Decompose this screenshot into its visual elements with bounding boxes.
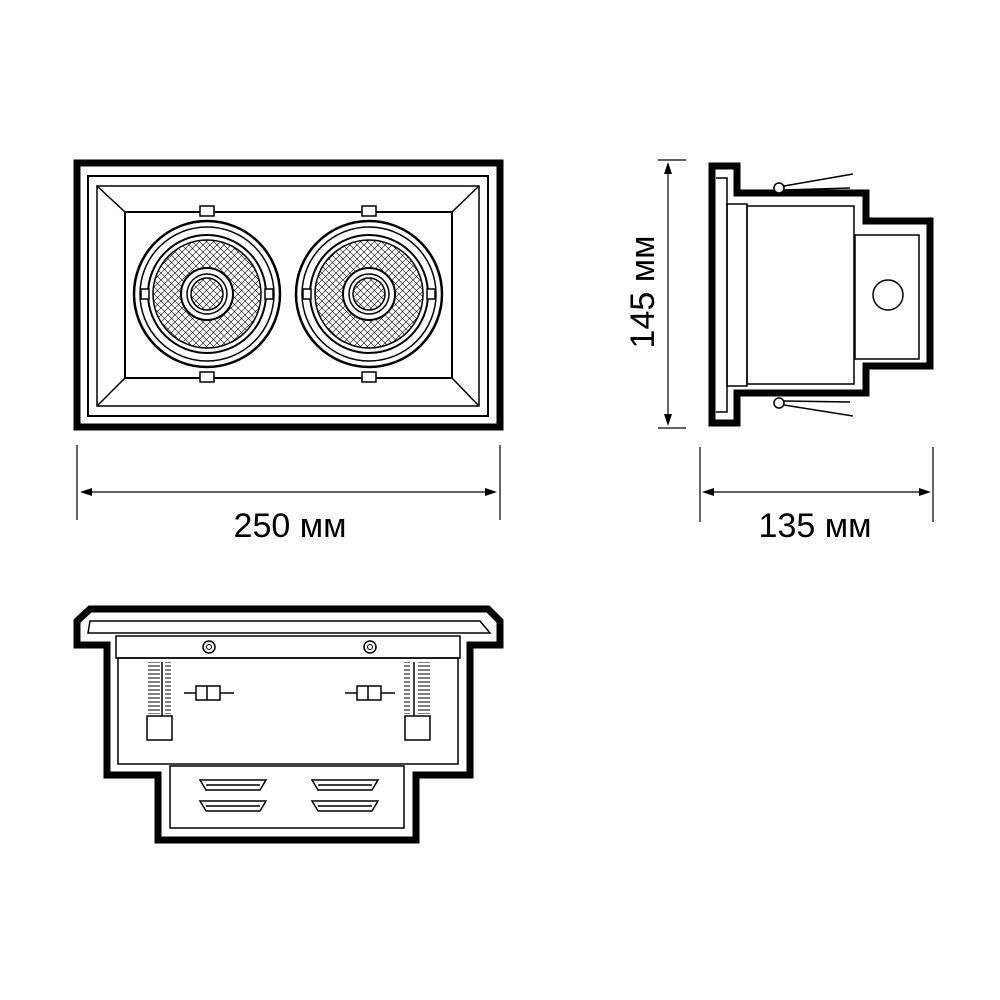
- height-dimension: [658, 159, 686, 429]
- bottom-outline: [73, 605, 504, 844]
- front-bezel-mid: [96, 185, 480, 407]
- width-dimension: [76, 445, 501, 520]
- side-view: [708, 162, 934, 427]
- front-outer-frame: [73, 159, 504, 431]
- width-label: 250 мм: [234, 507, 347, 545]
- front-inner-opening: [124, 211, 453, 379]
- lamp-left: [132, 205, 282, 383]
- depth-label: 135 мм: [759, 507, 872, 545]
- bottom-view: [73, 605, 504, 844]
- lamp-right: [294, 205, 444, 383]
- side-outline: [708, 162, 934, 427]
- depth-dimension: [699, 447, 934, 522]
- height-label: 145 мм: [624, 236, 662, 349]
- front-bezel-outer: [87, 175, 489, 417]
- front-view: [73, 159, 504, 431]
